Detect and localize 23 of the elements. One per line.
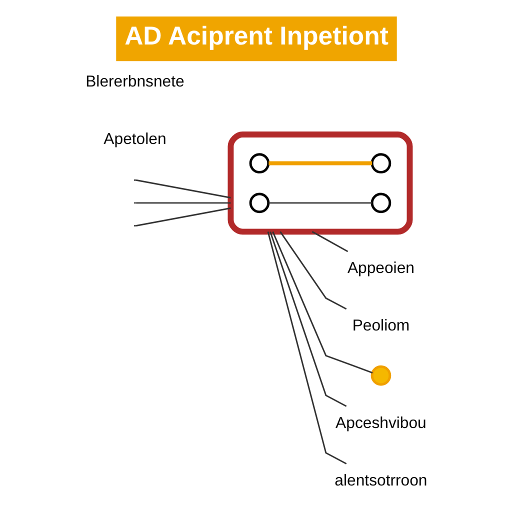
node-text: alentsotrroon xyxy=(334,472,427,490)
connector xyxy=(266,232,346,464)
label: Apetolen xyxy=(103,131,166,148)
node-circle xyxy=(370,365,391,386)
connector xyxy=(135,207,230,226)
connector xyxy=(268,161,372,166)
node-text: Apceshvibou xyxy=(335,414,426,432)
node-circle xyxy=(248,153,270,174)
connector xyxy=(279,231,346,310)
cluster xyxy=(227,132,412,235)
connector xyxy=(136,202,230,204)
connector xyxy=(311,231,348,252)
diagram-title: AD Aciprent Inpetiont xyxy=(124,22,388,51)
connector xyxy=(272,231,372,374)
connector xyxy=(269,231,346,407)
label: Blererbnsnete xyxy=(85,74,184,91)
node-circle xyxy=(370,192,391,214)
connector xyxy=(268,202,372,204)
node-circle xyxy=(248,192,270,214)
node-circle xyxy=(370,153,391,174)
node-text: Appeoien xyxy=(346,260,414,278)
connector xyxy=(135,179,230,198)
node-text: Peoliom xyxy=(352,318,410,335)
